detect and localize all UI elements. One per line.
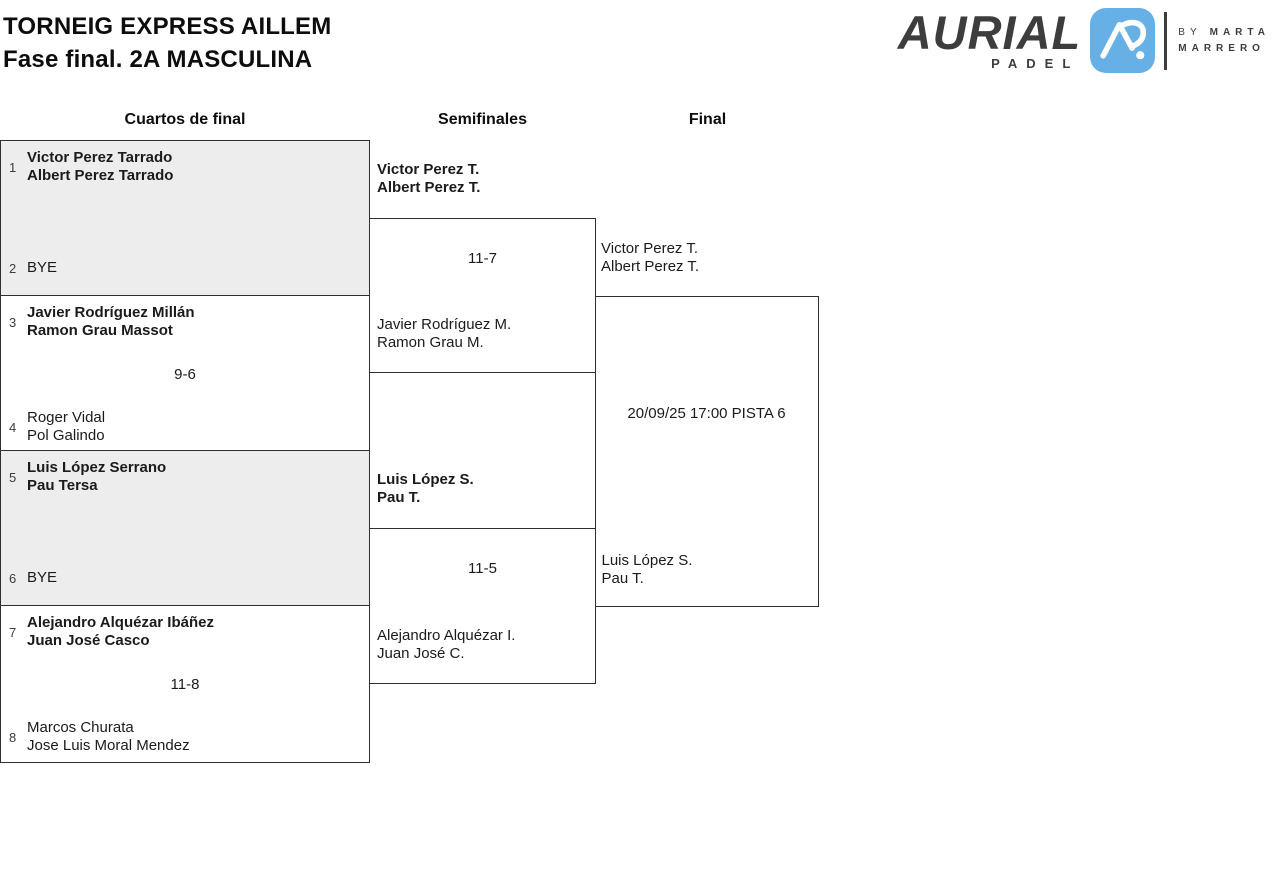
team-entry: 1 Victor Perez Tarrado Albert Perez Tarr…: [9, 149, 173, 185]
sf2-team2-label: Alejandro Alquézar I. Juan José C.: [377, 627, 515, 663]
byline-by: BY: [1178, 27, 1202, 38]
sf-match-1[interactable]: 11-7 Javier Rodríguez M. Ramon Grau M.: [369, 218, 596, 373]
team-name-line: Alejandro Alquézar I.: [377, 627, 516, 644]
qf-match-4[interactable]: 7 Alejandro Alquézar Ibáñez Juan José Ca…: [0, 605, 370, 763]
team-name-line: Juan José C.: [377, 645, 465, 662]
team-name-line: BYE: [27, 259, 58, 276]
seed-number: 3: [9, 314, 17, 330]
final-team2-label: Luis López S. Pau T.: [602, 552, 693, 588]
byline-marta: MARTA: [1209, 27, 1270, 38]
aurial-monogram-icon: [1090, 8, 1156, 73]
team-name-line: Alejandro Alquézar Ibáñez: [27, 614, 214, 631]
qf-match-1[interactable]: 1 Victor Perez Tarrado Albert Perez Tarr…: [0, 140, 370, 297]
byline-marrero: MARRERO: [1178, 43, 1265, 54]
byline-row-1: BY MARTA: [1178, 27, 1270, 38]
seed-number: 6: [9, 570, 17, 586]
column-header-semifinales: Semifinales: [438, 111, 527, 128]
aurial-logo: AURIAL PADEL BY MARTA MARRERO: [898, 8, 1272, 73]
seed-number: 5: [9, 469, 17, 485]
team-entry: 4 Roger Vidal Pol Galindo: [9, 409, 105, 445]
sf2-team1-label: Luis López S. Pau T.: [377, 471, 474, 507]
team-name-line: Albert Perez Tarrado: [27, 167, 174, 184]
team-entry: 2 BYE: [9, 259, 57, 277]
sf-match-2[interactable]: 11-5 Alejandro Alquézar I. Juan José C.: [369, 528, 596, 684]
team-entry: 7 Alejandro Alquézar Ibáñez Juan José Ca…: [9, 614, 214, 650]
aurial-padel-label: PADEL: [991, 55, 1080, 71]
final-match[interactable]: 20/09/25 17:00 PISTA 6 Luis López S. Pau…: [594, 296, 819, 607]
column-header-final: Final: [688, 111, 727, 128]
team-name-line: Luis López S.: [377, 471, 474, 488]
match-score: 11-8: [170, 676, 200, 693]
team-entry: 8 Marcos Churata Jose Luis Moral Mendez: [9, 719, 190, 755]
tournament-subtitle: Fase final. 2A MASCULINA: [3, 46, 313, 73]
logo-divider: [1164, 11, 1168, 70]
logo-byline: BY MARTA MARRERO: [1178, 27, 1272, 54]
team-name-line: Jose Luis Moral Mendez: [27, 737, 190, 754]
qf-match-3[interactable]: 5 Luis López Serrano Pau Tersa 6 BYE: [0, 450, 370, 607]
match-score: 11-7: [468, 250, 497, 267]
team-name-line: Albert Perez T.: [377, 179, 481, 196]
team-name-line: Juan José Casco: [27, 632, 150, 649]
team-name-line: Victor Perez T.: [377, 161, 480, 178]
match-score: 11-5: [468, 560, 497, 577]
team-name-line: Ramon Grau Massot: [27, 322, 173, 339]
team-name-line: Javier Rodríguez M.: [377, 316, 512, 333]
title-block: TORNEIG EXPRESS AILLEM Fase final. 2A MA…: [3, 10, 331, 76]
team-name-line: Pau T.: [377, 489, 421, 506]
team-name-line: Pol Galindo: [27, 427, 105, 444]
seed-number: 8: [9, 729, 17, 745]
team-name-line: Roger Vidal: [27, 409, 106, 426]
match-score: 9-6: [174, 366, 196, 383]
column-header-cuartos: Cuartos de final: [124, 111, 246, 128]
team-name-line: Ramon Grau M.: [377, 334, 484, 351]
quarterfinals-column: 1 Victor Perez Tarrado Albert Perez Tarr…: [0, 140, 370, 763]
team-name-line: Marcos Churata: [27, 719, 134, 736]
team-entry: 5 Luis López Serrano Pau Tersa: [9, 459, 166, 495]
team-name-line: Luis López S.: [601, 552, 693, 569]
byline-row-2: MARRERO: [1178, 43, 1270, 54]
team-name-line: Luis López Serrano: [27, 459, 167, 476]
team-name-line: Albert Perez T.: [601, 258, 700, 275]
sf1-team2-label: Javier Rodríguez M. Ramon Grau M.: [377, 316, 511, 352]
aurial-wordmark-block: AURIAL PADEL: [897, 5, 1082, 71]
team-name-line: Victor Perez Tarrado: [27, 149, 173, 166]
seed-number: 1: [9, 159, 17, 175]
aurial-wordmark: AURIAL: [897, 5, 1082, 59]
seed-number: 7: [9, 624, 17, 640]
team-name-line: Victor Perez T.: [601, 240, 698, 257]
team-name-line: BYE: [27, 569, 58, 586]
team-name-line: Pau T.: [601, 570, 644, 587]
team-name-line: Javier Rodríguez Millán: [27, 304, 195, 321]
team-entry: 3 Javier Rodríguez Millán Ramon Grau Mas…: [9, 304, 195, 340]
qf-match-2[interactable]: 3 Javier Rodríguez Millán Ramon Grau Mas…: [0, 295, 370, 452]
team-entry: 6 BYE: [9, 569, 57, 587]
tournament-title: TORNEIG EXPRESS AILLEM: [3, 13, 332, 40]
final-team1-label: Victor Perez T. Albert Perez T.: [601, 240, 699, 276]
seed-number: 2: [9, 260, 17, 276]
team-name-line: Pau Tersa: [27, 477, 98, 494]
sf1-team1-label: Victor Perez T. Albert Perez T.: [377, 161, 480, 197]
seed-number: 4: [9, 419, 17, 435]
final-schedule-info: 20/09/25 17:00 PISTA 6: [627, 405, 786, 422]
